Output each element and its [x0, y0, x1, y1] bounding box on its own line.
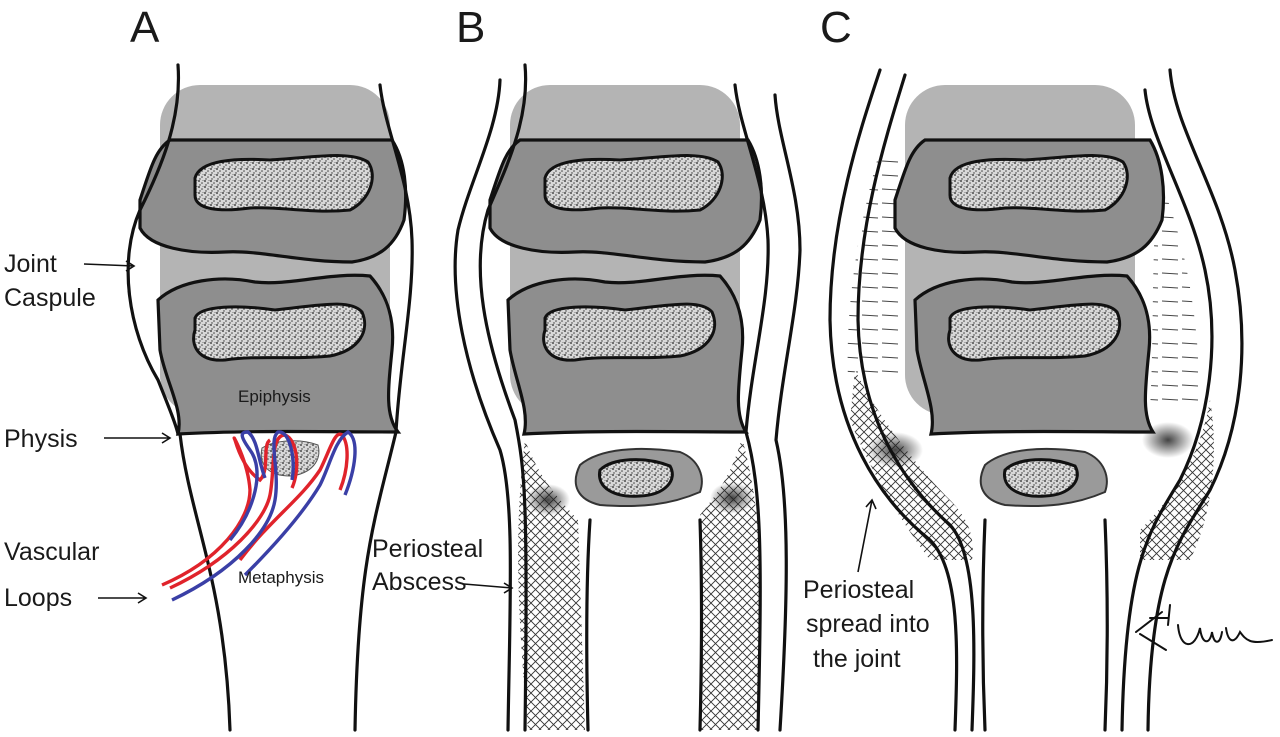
b-lower-ossification-center — [542, 302, 717, 362]
c-lower-ossification-center — [947, 302, 1122, 362]
joint-label-line1: Joint — [4, 250, 57, 278]
b-left-pus-smudge — [526, 484, 570, 516]
b-abscess-core — [598, 458, 674, 498]
abscess-arrow — [463, 582, 514, 594]
c-capsule-inner-left — [856, 73, 976, 732]
c-right-effusion — [1150, 180, 1200, 410]
b-upper-ossification-center — [543, 154, 724, 213]
abscess-label-line2: Abscess — [372, 568, 466, 596]
vascular-label-line1: Vascular — [4, 538, 99, 566]
joint-label-line2: Caspule — [4, 284, 96, 312]
b-metaphysis-left — [585, 518, 592, 732]
c-left-effusion — [847, 150, 900, 380]
upper-ossification-center — [193, 154, 374, 213]
c-capsule-outer-left — [828, 68, 959, 732]
c-upper-ossification-center — [948, 154, 1129, 213]
physis-arrow — [104, 432, 172, 444]
b-capsule-outer-left — [453, 78, 513, 732]
vascular-loops — [161, 429, 357, 602]
b-metaphysis-right — [698, 518, 704, 732]
joint-capsule-outline-right — [378, 83, 414, 434]
panel-c: C Periosteal spread into the joint — [803, 3, 1273, 732]
physis-label: Physis — [4, 425, 78, 453]
epiphysis-label: Epiphysis — [238, 387, 311, 406]
metaphysis-right-edge — [353, 430, 398, 732]
b-right-pus-smudge — [710, 482, 754, 514]
spread-label-line1: Periosteal — [803, 576, 914, 604]
vascular-loops-arrow — [98, 592, 148, 604]
c-metaphysis-left — [981, 518, 987, 732]
c-abscess-core — [1003, 458, 1079, 498]
b-capsule-inner-left — [478, 63, 528, 732]
panel-b: B Periosteal Abscess — [372, 3, 802, 732]
spread-label-line3: the joint — [813, 645, 901, 673]
c-capsule-outer-right — [1146, 68, 1244, 732]
spread-label-line2: spread into — [806, 610, 930, 638]
lower-ossification-center — [192, 302, 367, 362]
panel-b-letter: B — [456, 3, 485, 52]
c-left-spread — [850, 370, 973, 560]
c-capsule-inner-right — [1120, 88, 1214, 732]
vascular-label-line2: Loops — [4, 584, 72, 612]
abscess-label-line1: Periosteal — [372, 535, 483, 563]
b-capsule-inner-right — [733, 83, 770, 732]
panel-c-letter: C — [820, 3, 852, 52]
c-left-pus-smudge — [867, 432, 923, 468]
b-right-abscess — [700, 438, 762, 730]
metaphysis-label: Metaphysis — [238, 568, 324, 587]
artist-signature — [1135, 604, 1273, 651]
spread-arrow — [857, 498, 877, 573]
joint-capsule-arrow — [83, 260, 136, 272]
c-right-pus-smudge — [1142, 422, 1194, 458]
c-metaphysis-right — [1103, 518, 1109, 732]
panel-a: A Joint Caspule Physis — [4, 3, 414, 732]
b-capsule-outer-right — [773, 93, 802, 732]
panel-a-letter: A — [130, 3, 160, 52]
